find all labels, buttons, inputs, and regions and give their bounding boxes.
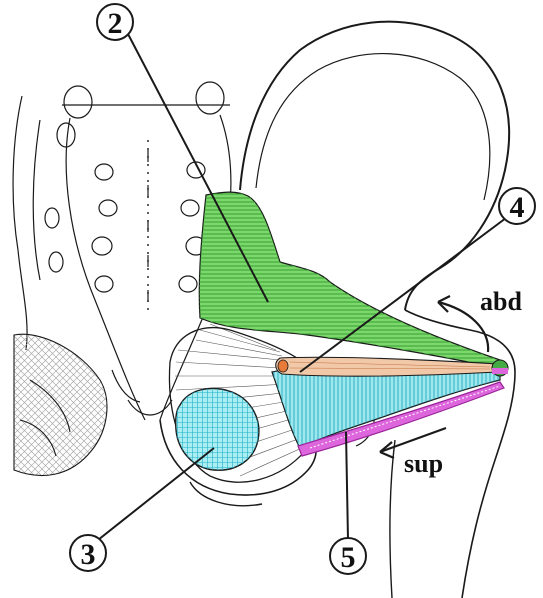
- iliac-inner: [256, 54, 490, 200]
- label-2: 2: [97, 4, 133, 40]
- femur-inner: [390, 440, 395, 598]
- label-4-text: 4: [510, 191, 525, 224]
- sup-label: sup: [404, 449, 443, 478]
- label-2-text: 2: [108, 7, 123, 40]
- label-3-text: 3: [81, 538, 96, 571]
- label-5: 5: [330, 538, 366, 574]
- cyan-muscle-hatch: [272, 367, 500, 448]
- abd-label: abd: [480, 287, 522, 316]
- orange-muscle-origin: [278, 360, 288, 372]
- label-5-text: 5: [341, 541, 356, 574]
- label-3: 3: [70, 535, 106, 571]
- label-4: 4: [499, 188, 535, 224]
- ischium-hatch: [14, 334, 107, 475]
- insertion-purple: [492, 368, 508, 374]
